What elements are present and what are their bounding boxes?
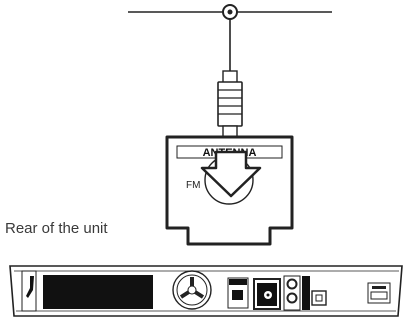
fan-icon <box>172 270 212 310</box>
coax-plug-icon <box>217 70 243 143</box>
caption: Rear of the unit <box>5 220 108 237</box>
panel-block <box>43 275 153 309</box>
antenna-icon <box>128 4 332 72</box>
fm-jack-label: FM <box>186 180 200 191</box>
arrow-down-icon <box>200 150 262 198</box>
power-cord-icon <box>26 276 34 298</box>
rear-panel <box>9 265 403 317</box>
